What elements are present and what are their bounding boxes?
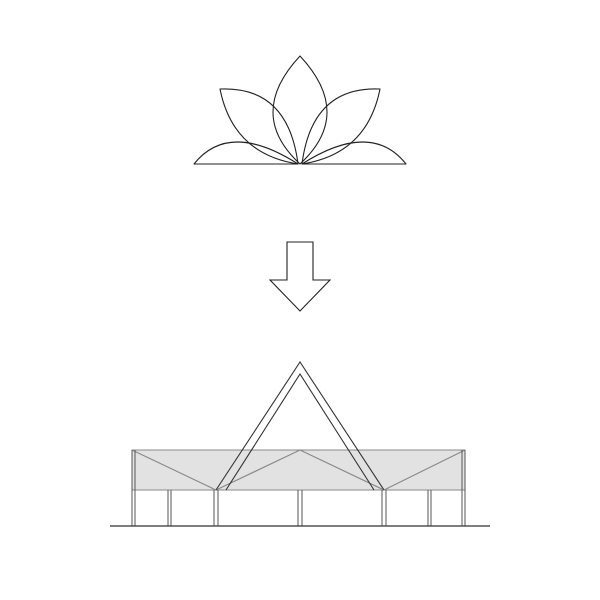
column-5 <box>381 490 387 526</box>
column-2 <box>167 490 172 526</box>
roof-peak-inner <box>225 372 375 491</box>
lotus-petal-outer-left <box>193 141 299 165</box>
column-7 <box>461 450 466 526</box>
lotus-petal-mid-left <box>219 88 299 165</box>
pavilion-elevation <box>110 360 490 527</box>
lotus-petal-center <box>272 55 328 165</box>
column-3 <box>213 490 219 526</box>
lotus-petal-outer-right <box>301 141 407 165</box>
columns <box>131 450 466 526</box>
column-4 <box>297 490 303 526</box>
lotus-petal-mid-right <box>301 88 381 165</box>
roof-band <box>131 449 466 491</box>
roof-peak <box>215 360 385 491</box>
arrow-down-icon <box>268 241 332 312</box>
roof-peak-outer <box>215 360 385 491</box>
column-6 <box>427 490 432 526</box>
column-1 <box>131 450 136 526</box>
roof-zigzag <box>131 449 466 491</box>
lotus-flower <box>193 55 407 165</box>
